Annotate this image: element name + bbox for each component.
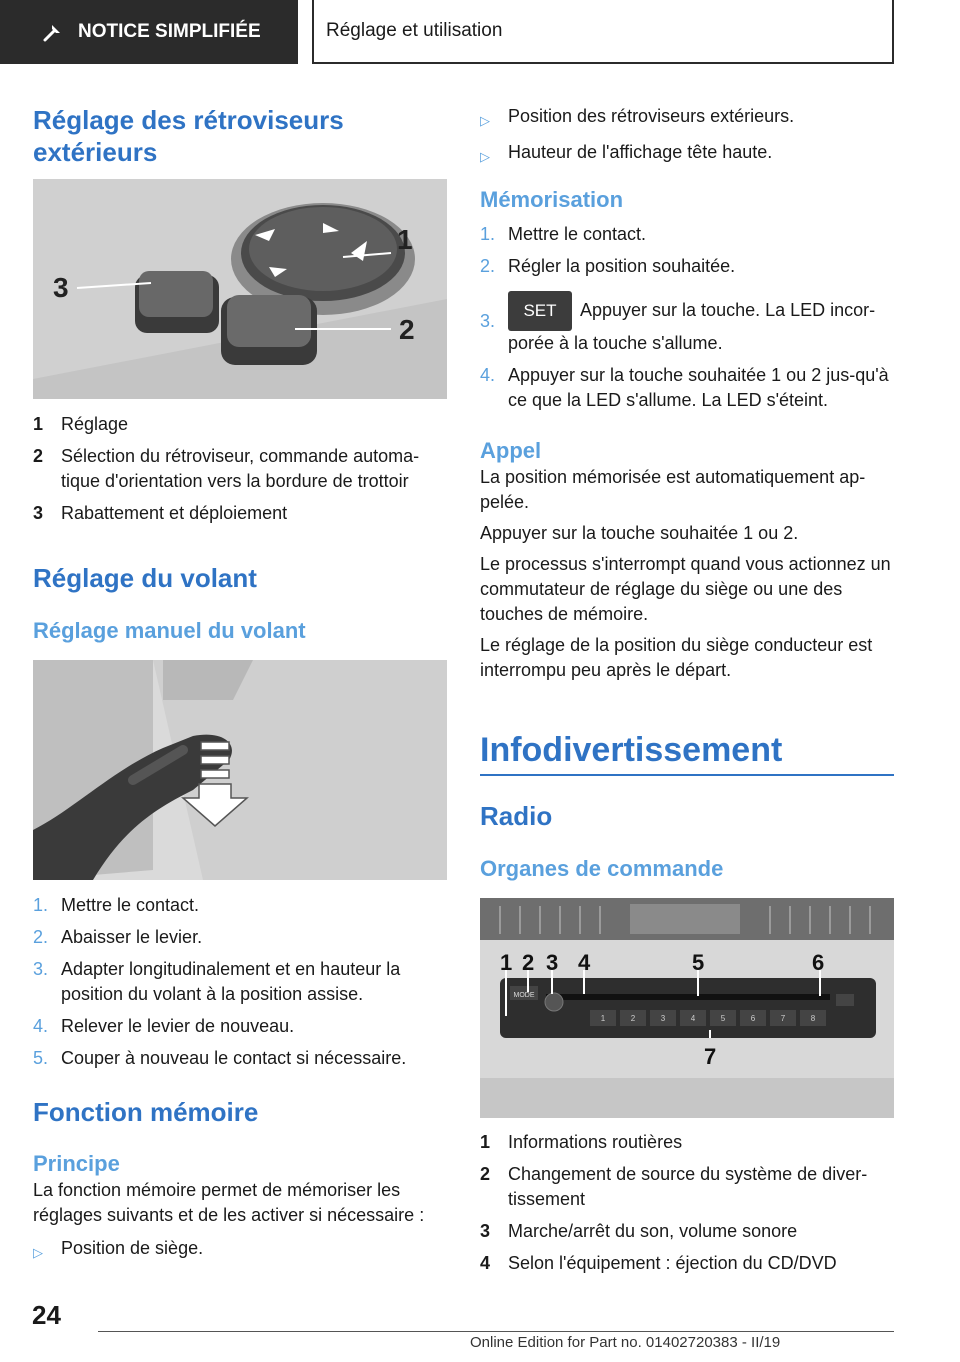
preset-key-label: 4 [691,1014,696,1023]
memory-title: Fonction mémoire [33,1097,259,1127]
callout-7: 7 [704,1044,716,1069]
memorisation-title: Mémorisation [480,187,624,212]
triangle-bullet-icon: ▷ [480,113,490,128]
paragraph: Le processus s'interrompt quand vous act… [480,554,891,624]
list-item: 2.Régler la position souhaitée. [480,256,736,276]
bullet-item: ▷Hauteur de l'affichage tête haute. [480,140,894,169]
wheel-subtitle: Réglage manuel du volant [33,618,306,643]
callout-3: 3 [53,272,69,303]
appel-section: Appel La position mémorisée est automati… [480,437,894,683]
preset-key-label: 5 [721,1014,726,1023]
preset-key-label: 1 [601,1014,606,1023]
memory-bullets: ▷Position des rétroviseurs extérieurs. ▷… [480,104,894,176]
memorisation-section: Mémorisation 1.Mettre le contact. 2.Régl… [480,186,894,420]
legend-item: 3 Rabattement et déploiement [33,503,288,523]
footer-rule [98,1331,894,1332]
preset-key-label: 2 [631,1014,636,1023]
header-tab[interactable]: NOTICE SIMPLIFIÉE [0,0,298,64]
mirrors-section: Réglage des rétroviseurs extérieurs [33,104,447,168]
page-number: 24 [32,1300,61,1330]
section-label: Réglage et utilisation [326,20,503,41]
paragraph: La position mémorisée est automatiquemen… [480,467,866,512]
set-button[interactable]: SET [508,291,572,331]
list-item: 1.Mettre le contact. [33,895,200,915]
list-item: 4.Appuyer sur la touche souhaitée 1 ou 2… [480,365,889,410]
triangle-bullet-icon: ▷ [33,1245,43,1260]
mirror-control-figure: 1 2 3 [33,179,447,399]
list-item: 5.Couper à nouveau le contact si nécessa… [33,1048,407,1068]
mode-key-label: MODE [514,992,535,999]
legend-item: 1 Réglage [33,414,129,434]
wheel-title: Réglage du volant [33,563,257,593]
callout-6: 6 [812,950,824,975]
principle-title: Principe [33,1151,120,1176]
section-rule [480,774,894,776]
appel-title: Appel [480,438,542,463]
wrench-icon [43,25,60,42]
callout-3: 3 [546,950,558,975]
wheel-steps: 1.Mettre le contact. 2.Abaisser le levie… [33,893,447,1078]
footer-edition: Online Edition for Part no. 01402720383 … [470,1334,781,1351]
mirrors-title: Réglage des rétroviseurs extérieurs [33,105,344,167]
infodiv-section: Infodivertissement [480,730,894,776]
callout-5: 5 [692,950,704,975]
bullet-item: ▷Position des rétroviseurs extérieurs. [480,104,894,133]
principle-text: La fonction mémoire permet de mémoriser … [33,1180,425,1225]
bullet-item: ▷Position de siège. [33,1236,447,1265]
mirror-legend: 1 Réglage 2 Sélection du rétroviseur, co… [33,412,447,533]
principle-section: Principe La fonction mémoire permet de m… [33,1150,447,1272]
header-tab-label: NOTICE SIMPLIFIÉE [78,21,261,42]
callout-4: 4 [578,950,591,975]
triangle-bullet-icon: ▷ [480,149,490,164]
infodiv-title: Infodivertissement [480,731,783,769]
callout-1: 1 [397,224,413,255]
preset-key-label: 3 [661,1014,666,1023]
callout-2: 2 [522,950,534,975]
steering-lever-figure [33,660,447,880]
list-item: 4.Relever le levier de nouveau. [33,1016,295,1036]
preset-key-label: 7 [781,1014,786,1023]
radio-controls-figure: MODE 1 2 3 4 5 6 7 8 1 2 3 4 5 6 7 [480,898,894,1118]
callout-2: 2 [399,314,415,345]
organes-title: Organes de commande [480,856,724,881]
preset-key-label: 8 [811,1014,816,1023]
list-item: 3.Adapter longitudinalement et en hauteu… [33,959,401,1004]
radio-title: Radio [480,801,553,831]
paragraph: Le réglage de la position du siège condu… [480,635,873,680]
header-section: Réglage et utilisation [312,0,894,64]
legend-item: 2 Sélection du rétroviseur, commande aut… [33,446,420,491]
paragraph: Appuyer sur la touche souhaitée 1 ou 2. [480,523,799,543]
list-item: 1.Mettre le contact. [480,224,647,244]
wheel-section: Réglage du volant [33,562,447,594]
callout-1: 1 [500,950,512,975]
preset-key-label: 6 [751,1014,756,1023]
list-item: 2.Abaisser le levier. [33,927,203,947]
